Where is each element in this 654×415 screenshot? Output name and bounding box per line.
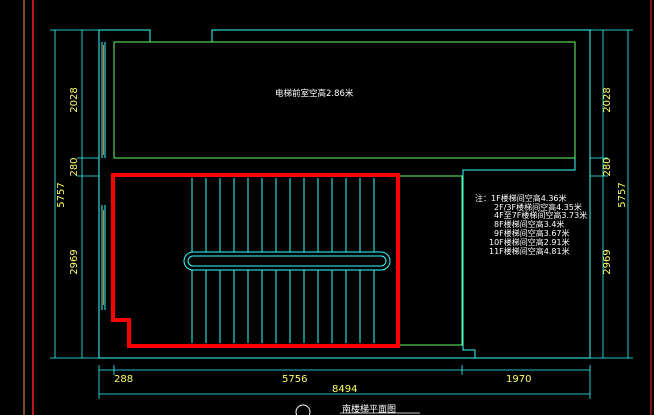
- dim-right-bottom: 2969: [602, 249, 613, 274]
- dim-bottom-right: 1970: [506, 374, 531, 385]
- dim-bottom-center: 5756: [282, 374, 307, 385]
- stair-treads: [191, 178, 375, 343]
- note-line: 11F楼梯间空高4.81米: [489, 246, 570, 256]
- notes-block: 注：1F楼梯间空高4.36米 2F/3F楼梯间空高4.35米 4F至7F楼梯间空…: [475, 193, 587, 256]
- dim-left-top: 2028: [69, 87, 80, 112]
- left-dimension-lines: [50, 29, 99, 359]
- dim-bottom-left: 288: [114, 374, 133, 385]
- dim-left-middle: 280: [69, 157, 80, 176]
- note-line: 2F/3F楼梯间空高4.35米: [494, 202, 582, 212]
- dim-right-middle: 280: [602, 157, 613, 176]
- note-line: 10F楼梯间空高2.91米: [489, 237, 570, 247]
- dim-left-bottom: 2969: [69, 249, 80, 274]
- right-dimension-texts: 2028 280 2969 5757: [602, 87, 628, 274]
- dim-right-top: 2028: [602, 87, 613, 112]
- drawing-title-block: 南楼梯平面图: [295, 403, 420, 415]
- top-wall-right: [211, 29, 591, 42]
- note-line: 4F至7F楼梯间空高3.73米: [494, 210, 587, 220]
- handrail-inner: [187, 255, 387, 267]
- handrail-outer: [183, 251, 391, 271]
- note-line: 9F楼梯间空高3.67米: [494, 228, 570, 238]
- dim-left-total: 5757: [56, 182, 67, 207]
- section-symbol-icon: [295, 404, 311, 415]
- bottom-dimension-lines: [98, 365, 591, 399]
- bottom-dimension-texts: 288 5756 1970 8494: [114, 374, 531, 395]
- top-wall-left: [98, 29, 151, 42]
- highlight-outline: [111, 173, 400, 348]
- right-dimension-lines: [590, 29, 633, 359]
- dim-bottom-total: 8494: [332, 384, 357, 395]
- stair-room-boundary: [112, 175, 463, 346]
- note-line: 注：1F楼梯间空高4.36米: [475, 193, 567, 203]
- drawing-title: 南楼梯平面图: [342, 403, 396, 415]
- note-line: 8F楼梯间空高3.4米: [494, 219, 564, 229]
- dim-right-total: 5757: [617, 182, 628, 207]
- handrail: [183, 251, 391, 271]
- lobby-clearance-label: 电梯前室空高2.86米: [275, 88, 354, 99]
- lobby-boundary: [113, 41, 576, 159]
- drawing-frame: [23, 0, 652, 415]
- left-dimension-texts: 5757 2028 280 2969: [56, 87, 80, 274]
